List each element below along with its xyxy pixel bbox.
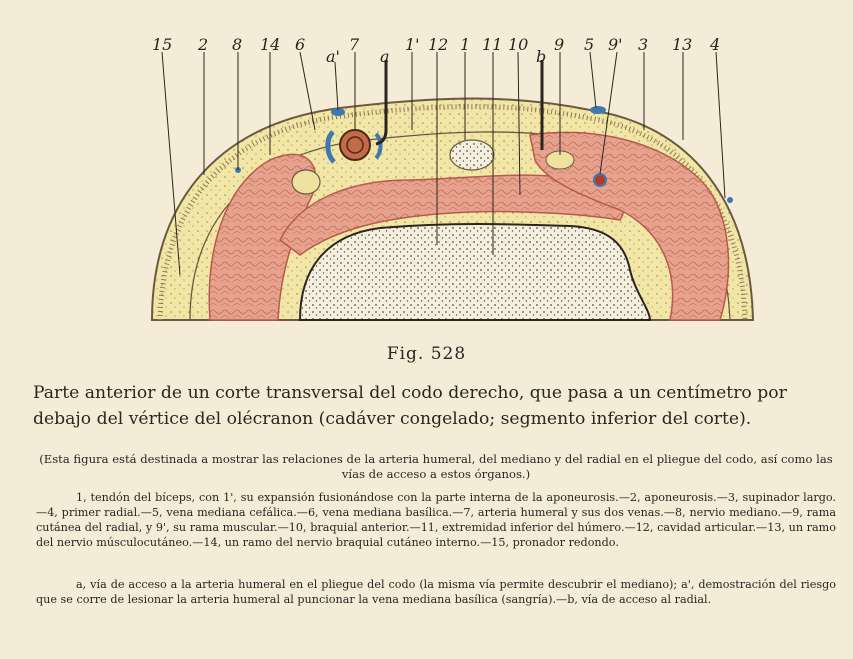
humerus-bone (300, 224, 650, 320)
figure-subtitle: (Esta figura está destinada a mostrar la… (36, 452, 836, 482)
access-routes-note: a, vía de acceso a la arteria humeral en… (36, 577, 836, 607)
callout-4: 4 (709, 35, 720, 54)
small-vessel-right (727, 197, 733, 203)
callout-2: 2 (197, 35, 208, 54)
callout-1-prime: 1' (405, 35, 420, 54)
callout-1: 1 (460, 35, 470, 54)
median-cephalic-vein (590, 106, 606, 114)
callout-8: 8 (232, 35, 242, 54)
callout-15: 15 (152, 35, 172, 54)
humeral-artery (340, 130, 370, 160)
callout-13: 13 (672, 35, 692, 54)
callout-5: 5 (584, 35, 594, 54)
callout-7: 7 (349, 35, 360, 54)
callout-14: 14 (260, 35, 280, 54)
callout-a: a (380, 47, 390, 66)
callout-9: 9 (554, 35, 564, 54)
median-nerve (292, 170, 320, 194)
figure-number: Fig. 528 (0, 344, 853, 364)
biceps-tendon (450, 140, 494, 170)
callout-12: 12 (428, 35, 448, 54)
callout-a-prime: a' (326, 47, 340, 66)
callout-b: b (536, 47, 546, 66)
figure-title: Parte anterior de un corte transversal d… (33, 380, 833, 432)
callout-6: 6 (295, 35, 305, 54)
anatomical-cross-section-figure: 15 2 8 14 6 a' 7 a 1' 12 1 11 10 b 9 5 9… (150, 30, 755, 330)
figure-legend: 1, tendón del bíceps, con 1', su expansi… (36, 490, 836, 550)
callout-3: 3 (638, 35, 648, 54)
callout-10: 10 (508, 35, 528, 54)
radial-vessel (594, 174, 606, 186)
callout-11: 11 (482, 35, 502, 54)
callout-9-prime: 9' (608, 35, 623, 54)
